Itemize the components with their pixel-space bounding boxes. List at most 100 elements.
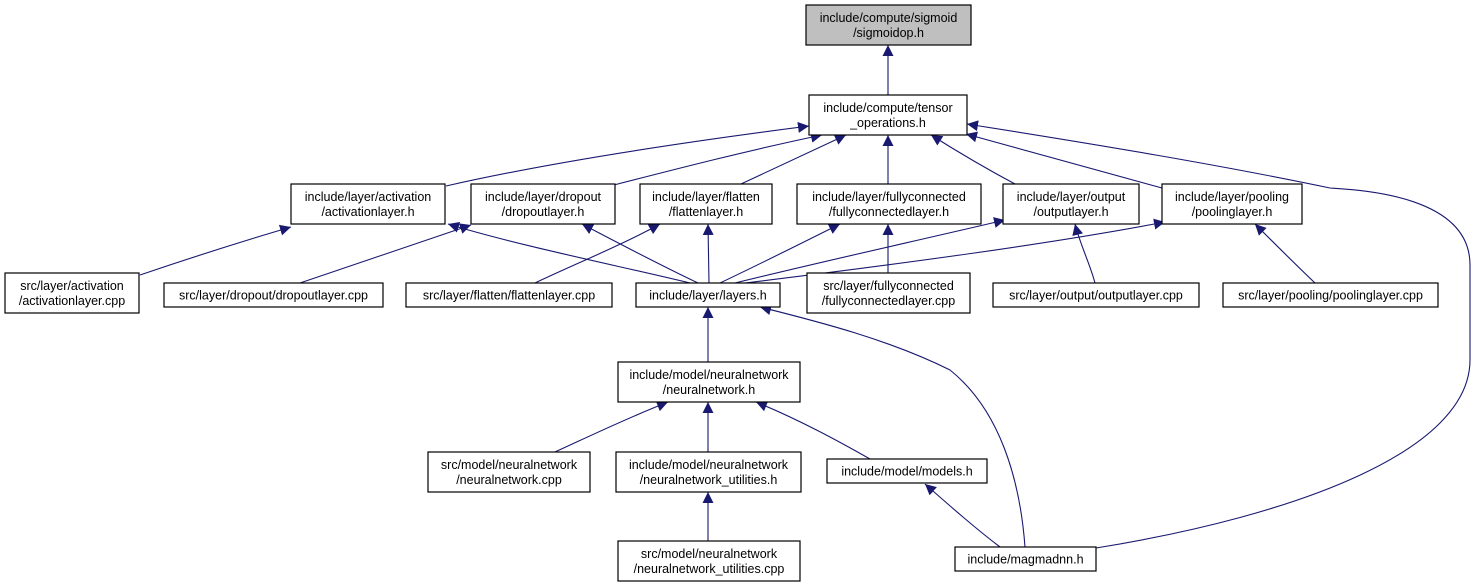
edge-line: [719, 223, 841, 284]
node-label-line: /activationlayer.cpp: [19, 294, 125, 308]
node-box: [470, 183, 616, 225]
node-label-line: src/layer/dropout/dropoutlayer.cpp: [179, 289, 368, 303]
edge-line: [1072, 223, 1096, 284]
edge-models_h-to-neuralnetwork_h: [755, 401, 871, 460]
node-box: [617, 540, 801, 582]
node-poolinglayer_cpp[interactable]: src/layer/pooling/poolinglayer.cpp: [1222, 282, 1439, 308]
edge-outputlayer_cpp-to-outputlayer_h: [1072, 223, 1096, 284]
node-label-line: include/layer/dropout: [485, 190, 602, 204]
edge-magmadnn_h-to-tensor_ops: [966, 120, 1471, 549]
node-box: [1161, 183, 1303, 225]
node-label-line: include/model/neuralnetwork: [629, 458, 789, 472]
edge-line: [534, 223, 661, 284]
node-box: [163, 282, 384, 308]
node-label-line: /outputlayer.h: [1033, 205, 1108, 219]
edge-flattenlayer_h-to-tensor_ops: [740, 134, 847, 185]
edge-line: [702, 223, 714, 284]
node-dropoutlayer_h[interactable]: include/layer/dropout/dropoutlayer.h: [470, 183, 616, 225]
node-label-line: /neuralnetwork.h: [663, 383, 755, 397]
edge-line: [1254, 223, 1316, 284]
node-layers_h[interactable]: include/layer/layers.h: [635, 282, 781, 308]
node-nn_utilities_cpp[interactable]: src/model/neuralnetwork/neuralnetwork_ut…: [617, 540, 801, 582]
node-label-line: include/layer/activation: [305, 190, 432, 204]
node-label-line: /poolinglayer.h: [1192, 205, 1273, 219]
edge-activationlayer_h-to-tensor_ops: [445, 121, 810, 187]
node-flattenlayer_h[interactable]: include/layer/flatten/flattenlayer.h: [639, 183, 773, 225]
edge-line: [609, 131, 823, 187]
node-label-line: include/compute/tensor: [823, 101, 952, 115]
node-label-line: src/layer/pooling/poolinglayer.cpp: [1238, 289, 1423, 303]
node-activationlayer_cpp[interactable]: src/layer/activation/activationlayer.cpp: [4, 272, 140, 314]
node-label-line: src/layer/activation: [20, 279, 124, 293]
edge-line: [139, 224, 292, 276]
node-box: [427, 451, 591, 493]
node-label-line: src/layer/flatten/flattenlayer.cpp: [423, 289, 595, 303]
node-box: [796, 183, 982, 225]
edge-line: [930, 134, 1016, 185]
node-label-line: include/magmadnn.h: [967, 553, 1083, 567]
node-label-line: /dropoutlayer.h: [502, 205, 585, 219]
node-dropoutlayer_cpp[interactable]: src/layer/dropout/dropoutlayer.cpp: [163, 282, 384, 308]
edge-layers_h-to-activationlayer_h: [447, 221, 691, 284]
node-outputlayer_cpp[interactable]: src/layer/output/outputlayer.cpp: [992, 282, 1200, 308]
node-outputlayer_h[interactable]: include/layer/output/outputlayer.h: [1002, 183, 1140, 225]
node-box: [992, 282, 1200, 308]
node-box: [635, 282, 781, 308]
edge-line: [740, 134, 847, 185]
node-label-line: include/model/neuralnetwork: [629, 368, 789, 382]
node-label-line: include/layer/output: [1017, 190, 1126, 204]
node-label-line: /fullyconnectedlayer.h: [829, 205, 949, 219]
node-label-line: /neuralnetwork_utilities.h: [640, 473, 778, 487]
node-label-line: /flattenlayer.h: [669, 205, 743, 219]
node-poolinglayer_h[interactable]: include/layer/pooling/poolinglayer.h: [1161, 183, 1303, 225]
node-fullyconnected_cpp[interactable]: src/layer/fullyconnected/fullyconnectedl…: [806, 272, 971, 314]
edge-layers_h-to-fullyconnected_h: [719, 223, 841, 284]
node-magmadnn_h[interactable]: include/magmadnn.h: [954, 546, 1097, 572]
node-neuralnetwork_cpp[interactable]: src/model/neuralnetwork/neuralnetwork.cp…: [427, 451, 591, 493]
edge-dropoutlayer_cpp-to-dropoutlayer_h: [299, 223, 472, 284]
edge-line: [966, 120, 1471, 549]
node-tensor_ops[interactable]: include/compute/tensor_operations.h: [808, 94, 968, 136]
edge-line: [759, 304, 1026, 548]
edge-line: [755, 401, 871, 460]
node-box: [806, 272, 971, 314]
node-box: [826, 458, 988, 484]
node-label-line: /fullyconnectedlayer.cpp: [822, 294, 955, 308]
node-label-line: include/layer/pooling: [1175, 190, 1289, 204]
edge-line: [965, 131, 1163, 189]
node-models_h[interactable]: include/model/models.h: [826, 458, 988, 484]
node-label-line: src/model/neuralnetwork: [641, 547, 778, 561]
nodes: include/compute/sigmoid/sigmoidop.hinclu…: [4, 4, 1439, 582]
node-label-line: include/model/models.h: [841, 465, 972, 479]
edge-line: [581, 223, 699, 284]
node-activationlayer_h[interactable]: include/layer/activation/activationlayer…: [290, 183, 446, 225]
node-label-line: /activationlayer.h: [321, 205, 414, 219]
edge-layers_h-to-outputlayer_h: [734, 217, 1006, 284]
edge-magmadnn_h-to-layers_h: [759, 304, 1026, 548]
edge-poolinglayer_cpp-to-poolinglayer_h: [1254, 223, 1316, 284]
node-box: [954, 546, 1097, 572]
node-fullyconnected_h[interactable]: include/layer/fullyconnected/fullyconnec…: [796, 183, 982, 225]
edge-dropoutlayer_h-to-tensor_ops: [609, 131, 823, 187]
node-label-line: /sigmoidop.h: [853, 26, 924, 40]
edge-outputlayer_h-to-tensor_ops: [930, 134, 1016, 185]
node-label-line: include/layer/layers.h: [649, 289, 766, 303]
node-flattenlayer_cpp[interactable]: src/layer/flatten/flattenlayer.cpp: [405, 282, 613, 308]
node-box: [1222, 282, 1439, 308]
node-box: [808, 94, 968, 136]
node-box: [805, 4, 972, 46]
node-label-line: src/layer/output/outputlayer.cpp: [1009, 289, 1183, 303]
node-nn_utilities_h[interactable]: include/model/neuralnetwork/neuralnetwor…: [615, 451, 802, 493]
edge-layers_h-to-dropoutlayer_h: [581, 223, 699, 284]
node-label-line: /neuralnetwork.cpp: [456, 473, 562, 487]
node-label-line: src/model/neuralnetwork: [441, 458, 578, 472]
node-label-line: _operations.h: [849, 116, 926, 130]
node-label-line: include/layer/fullyconnected: [812, 190, 966, 204]
node-box: [405, 282, 613, 308]
edge-line: [447, 221, 691, 284]
edge-flattenlayer_cpp-to-flattenlayer_h: [534, 223, 661, 284]
node-box: [615, 451, 802, 493]
node-neuralnetwork_h[interactable]: include/model/neuralnetwork/neuralnetwor…: [617, 361, 801, 403]
edge-line: [924, 483, 1001, 548]
